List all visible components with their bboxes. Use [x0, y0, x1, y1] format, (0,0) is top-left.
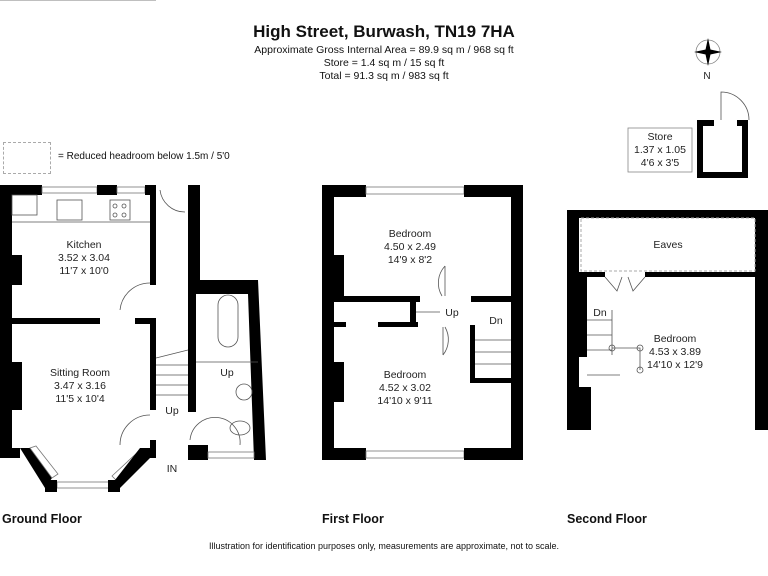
store-area: Store = 1.4 sq m / 15 sq ft [323, 57, 445, 69]
ground-stairs [0, 0, 189, 396]
property-title: High Street, Burwash, TN19 7HA [253, 22, 515, 41]
second-floor-label: Second Floor [567, 512, 647, 526]
bedroom1-imperial: 14'9 x 8'2 [388, 254, 432, 266]
gross-area: Approximate Gross Internal Area = 89.9 s… [254, 44, 514, 56]
first-floor-label: First Floor [322, 512, 384, 526]
second-bedroom-name: Bedroom [654, 333, 697, 345]
compass-north-label: N [703, 71, 710, 82]
bedroom1-metric: 4.50 x 2.49 [384, 241, 436, 253]
total-area: Total = 91.3 sq m / 983 sq ft [319, 70, 449, 82]
compass-icon: N [694, 38, 722, 82]
second-floor-dn-label: Dn [593, 307, 607, 319]
bedroom2-name: Bedroom [384, 369, 427, 381]
sitting-room-name: Sitting Room [50, 367, 110, 379]
bathroom-up-label: Up [220, 367, 234, 379]
sitting-room-imperial: 11'5 x 10'4 [55, 393, 105, 405]
second-floor-plan: Eaves Bedroom 4.53 x 3.89 14'10 x 12'9 D… [567, 210, 768, 430]
store-name: Store [647, 131, 672, 143]
bedroom2-imperial: 14'10 x 9'11 [377, 395, 432, 407]
kitchen-name: Kitchen [66, 239, 101, 251]
store-imperial: 4'6 x 3'5 [641, 157, 680, 169]
first-floor-up-label: Up [445, 307, 459, 319]
first-floor-dn-label: Dn [489, 315, 503, 327]
entrance-label: IN [167, 463, 178, 475]
kitchen-metric: 3.52 x 3.04 [58, 252, 110, 264]
ground-stairs-up-label: Up [165, 405, 179, 417]
store-plan: Store 1.37 x 1.05 4'6 x 3'5 [627, 91, 750, 178]
second-bedroom-metric: 4.53 x 3.89 [649, 346, 701, 358]
eaves-label: Eaves [653, 239, 682, 251]
legend-text: = Reduced headroom below 1.5m / 5'0 [58, 151, 230, 162]
second-bedroom-imperial: 14'10 x 12'9 [647, 359, 703, 371]
bedroom1-name: Bedroom [389, 228, 432, 240]
first-floor-plan: Bedroom 4.50 x 2.49 14'9 x 8'2 Bedroom 4… [322, 185, 523, 460]
ground-floor-label: Ground Floor [2, 512, 82, 526]
reduced-headroom-swatch [3, 142, 51, 174]
disclaimer: Illustration for identification purposes… [208, 541, 559, 551]
sitting-room-metric: 3.47 x 3.16 [54, 380, 106, 392]
store-metric: 1.37 x 1.05 [634, 144, 686, 156]
bedroom2-metric: 4.52 x 3.02 [379, 382, 431, 394]
kitchen-imperial: 11'7 x 10'0 [59, 265, 109, 277]
ground-floor-plan: Kitchen 3.52 x 3.04 11'7 x 10'0 Sitting … [0, 0, 266, 492]
store-label-box [627, 127, 693, 173]
